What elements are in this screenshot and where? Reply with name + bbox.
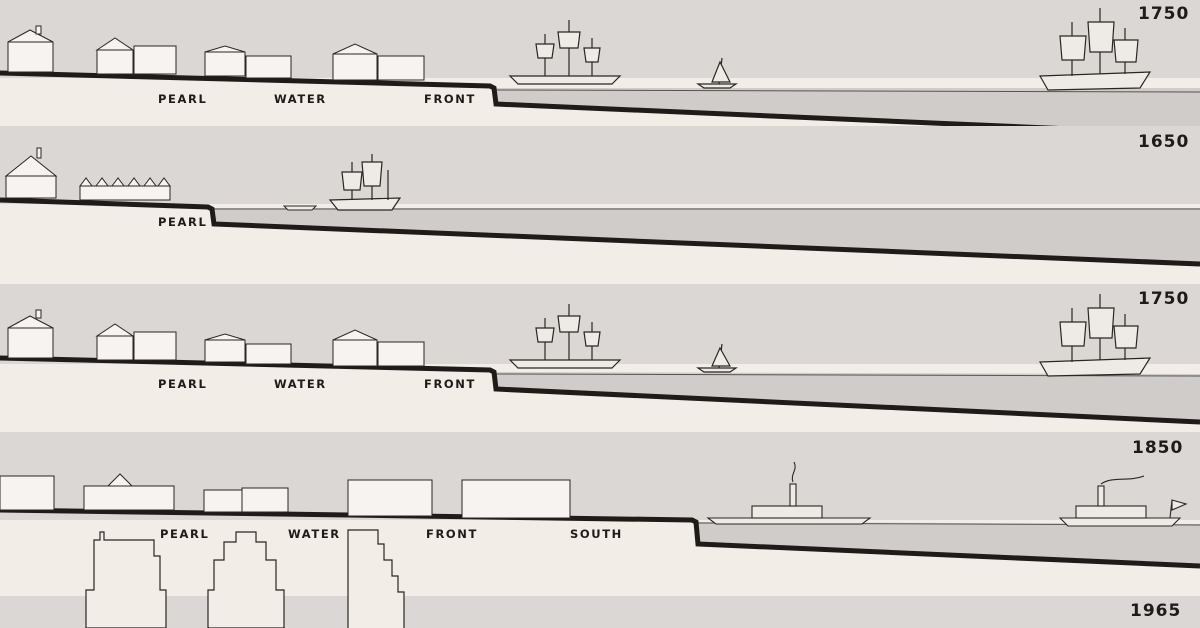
- steamboat-icon: [706, 461, 872, 525]
- sailing-ship-icon: [508, 304, 622, 369]
- street-label-pearl: PEARL: [158, 377, 207, 391]
- panel-1750-top: 1750 PEARL WATER FRONT: [0, 0, 1200, 138]
- street-label-south: SOUTH: [570, 527, 623, 541]
- street-label-pearl: PEARL: [158, 215, 207, 229]
- sky-band: [0, 596, 1200, 628]
- street-label-water: WATER: [288, 527, 341, 541]
- street-label-front: FRONT: [424, 92, 476, 106]
- shoreline: [0, 507, 1200, 569]
- panel-1965: 1965: [0, 529, 1200, 628]
- water-area: [212, 208, 1200, 264]
- building-icon: [0, 473, 571, 519]
- sky-band: [0, 126, 1200, 204]
- street-label-pearl: PEARL: [158, 92, 207, 106]
- street-label-water: WATER: [274, 377, 327, 391]
- building-icon: [4, 147, 171, 201]
- year-label: 1750: [1138, 289, 1189, 309]
- sailing-ship-icon: [508, 20, 622, 85]
- year-label: 1850: [1132, 438, 1183, 458]
- street-label-front: FRONT: [426, 527, 478, 541]
- building-icon: [7, 309, 425, 367]
- year-label: 1965: [1130, 601, 1181, 621]
- street-label-front: FRONT: [424, 377, 476, 391]
- sky-band: [0, 284, 1200, 364]
- waterline: [493, 89, 1200, 93]
- sailing-ship-icon: [1038, 294, 1152, 377]
- street-label-pearl: PEARL: [160, 527, 209, 541]
- street-label-water: WATER: [274, 92, 327, 106]
- year-label: 1750: [1138, 4, 1189, 24]
- sailing-ship-icon: [328, 154, 402, 211]
- sky-band: [0, 0, 1200, 78]
- skyscraper-icon: [85, 529, 405, 628]
- rowboat-icon: [282, 205, 318, 211]
- shoreline: [0, 70, 1141, 135]
- shoreline: [0, 355, 1200, 425]
- water-area: [696, 522, 1200, 568]
- sloop-icon: [696, 57, 738, 89]
- building-icon: [7, 25, 425, 81]
- panel-1650: 1650 PEARL: [0, 126, 1200, 267]
- water-area: [494, 372, 1200, 424]
- year-label: 1650: [1138, 132, 1189, 152]
- sloop-icon: [696, 343, 738, 373]
- panel-1850: 1850 PEARL WATER FRONT SOUTH: [0, 432, 1200, 569]
- steamboat-icon: [1058, 475, 1188, 527]
- sailing-ship-icon: [1038, 8, 1152, 91]
- panel-1750-middle: 1750 PEARL WATER FRONT: [0, 284, 1200, 425]
- sky-band: [0, 432, 1200, 520]
- shoreline: [0, 197, 1200, 267]
